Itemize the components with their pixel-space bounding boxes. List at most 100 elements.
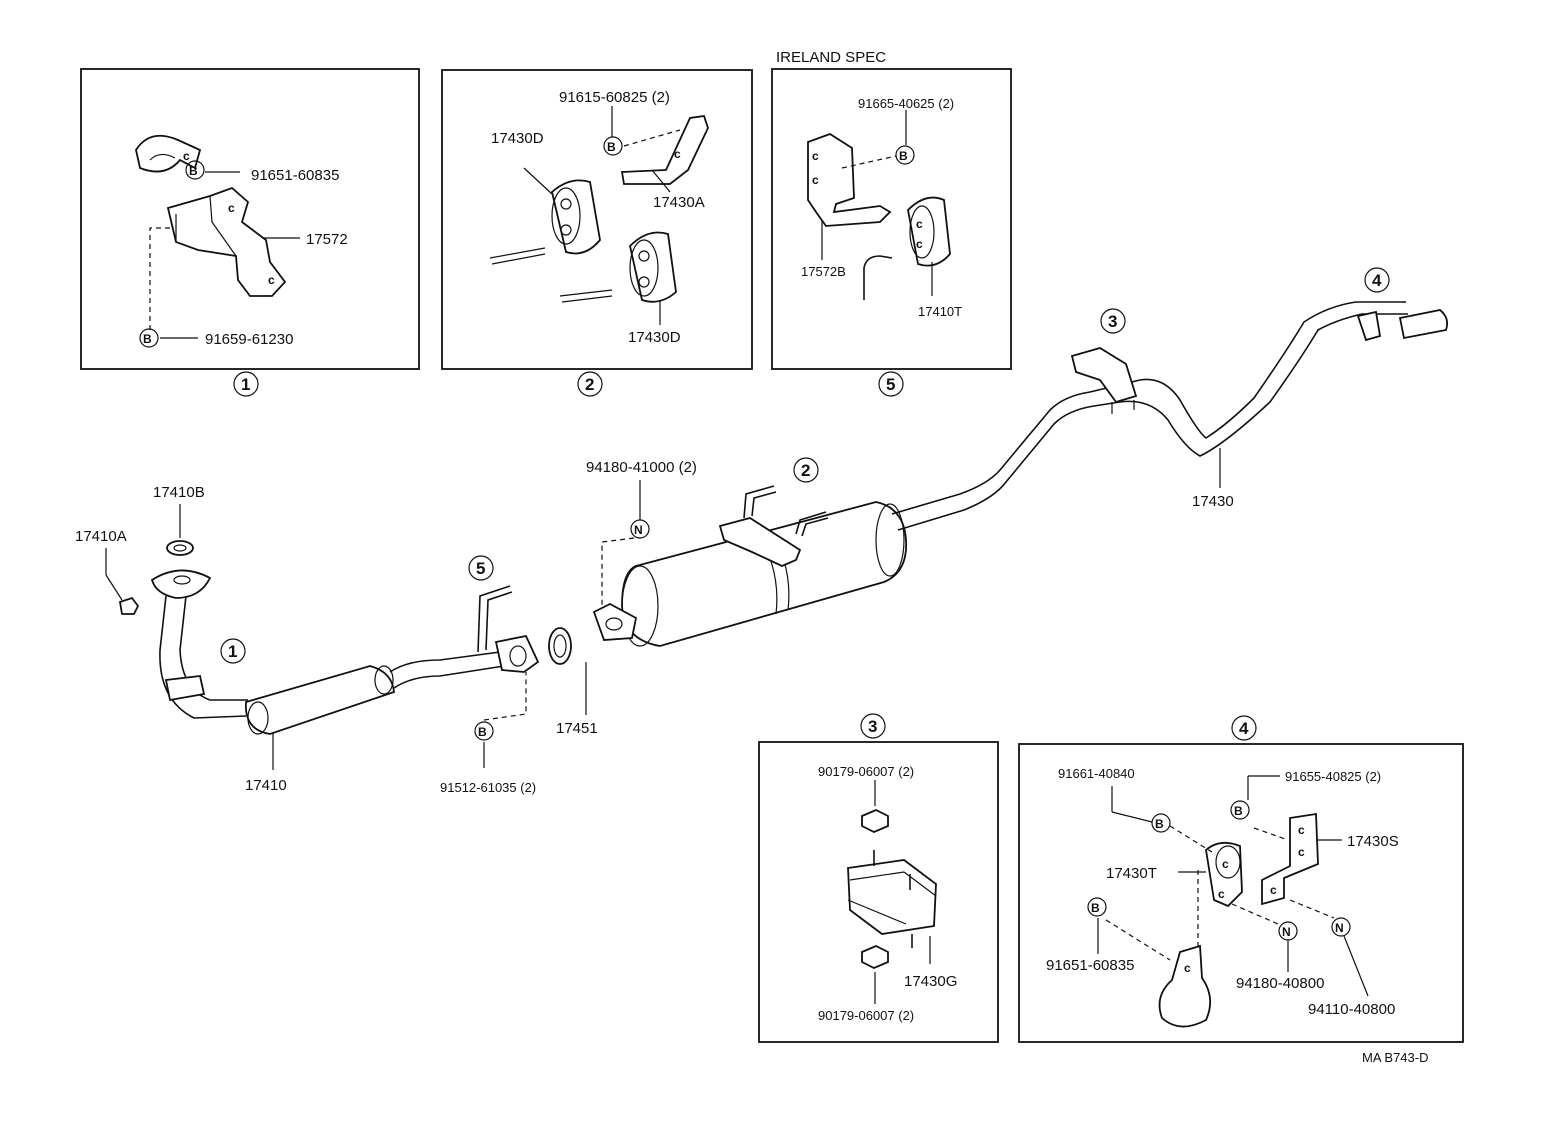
detail-number-circle <box>220 638 246 664</box>
detail-box-1: c c c B B 91651-60835 17572 91659-61230 <box>80 68 420 370</box>
detail-box-2-frame <box>441 69 753 370</box>
gasket-17451-part <box>548 627 572 665</box>
detail-box-2: c B 91615-60825 (2) 17430D 17430A <box>441 69 753 370</box>
part-label: 91651-60835 <box>1046 957 1134 974</box>
n-marker <box>1331 917 1351 937</box>
n-marker-letter: N <box>1335 921 1344 935</box>
svg-text:c: c <box>183 149 190 163</box>
cushion-17430g-part <box>847 850 937 948</box>
svg-text:c: c <box>812 149 819 163</box>
part-label: 90179-06007 (2) <box>818 764 914 779</box>
detail-number: 3 <box>1108 312 1117 331</box>
detail-number-circle <box>1100 308 1126 334</box>
part-label: 17430S <box>1347 833 1399 850</box>
figure-code: MA B743-D <box>1362 1050 1428 1065</box>
part-label: 17572B <box>801 264 846 279</box>
detail-box-1-frame <box>80 68 420 370</box>
detail-number: 5 <box>886 375 895 394</box>
detail-box-3: 90179-06007 (2) 17430G 90179-06007 (2) <box>758 741 999 1043</box>
detail-number-circle <box>577 371 603 397</box>
part-label: 17410B <box>153 484 205 501</box>
part-label: 17451 <box>556 720 598 737</box>
b-marker <box>1151 813 1171 833</box>
leader-dash-box1 <box>149 227 170 330</box>
nut-17410a-part <box>118 596 140 615</box>
part-label: 94180-41000 (2) <box>586 459 697 476</box>
detail-number-circle <box>233 371 259 397</box>
part-label: 91659-61230 <box>205 331 293 348</box>
n-marker <box>630 519 650 539</box>
part-label: 91615-60825 (2) <box>559 89 670 106</box>
part-label: 94180-40800 <box>1236 975 1324 992</box>
b-marker <box>185 160 205 180</box>
b-marker-letter: B <box>478 725 487 739</box>
part-label: 17410 <box>245 777 287 794</box>
main-muffler-part <box>592 379 1141 647</box>
b-marker <box>1230 800 1250 820</box>
detail-number: 1 <box>228 642 237 661</box>
detail-number: 5 <box>476 559 485 578</box>
detail-box-5-frame <box>771 68 1012 370</box>
detail-number-circle <box>468 555 494 581</box>
detail-box-4: c c c c c c B B B <box>1018 743 1464 1043</box>
detail-number: 1 <box>241 375 250 394</box>
front-exhaust-pipe-part <box>150 569 540 735</box>
svg-text:c: c <box>916 217 923 231</box>
b-marker <box>1087 897 1107 917</box>
clamp-part: c <box>135 134 202 173</box>
bracket-17572b-part: c c <box>807 133 893 300</box>
b-marker <box>474 721 494 741</box>
svg-text:c: c <box>1222 857 1229 871</box>
detail-box-3-frame <box>758 741 999 1043</box>
detail-number: 4 <box>1239 719 1249 738</box>
detail-box-4-frame <box>1018 743 1464 1043</box>
clamp-part: c <box>1158 944 1212 1028</box>
nut-upper-part <box>861 809 889 833</box>
b-marker-letter: B <box>607 140 616 154</box>
part-label: 17410A <box>75 528 127 545</box>
gasket-17410b-part <box>166 540 194 556</box>
bracket-17430s-part: c c c <box>1261 812 1319 906</box>
rubber-hanger-17410t-part: c c <box>907 196 951 267</box>
part-label: 17430 <box>1192 493 1234 510</box>
svg-text:c: c <box>916 237 923 251</box>
part-label: 91655-40825 (2) <box>1285 769 1381 784</box>
b-marker-letter: B <box>189 164 198 178</box>
b-marker <box>895 145 915 165</box>
part-label: 17430D <box>491 130 544 147</box>
part-label: 17430G <box>904 973 957 990</box>
n-marker-letter: N <box>634 523 643 537</box>
n-marker-letter: N <box>1282 925 1291 939</box>
bracket-17572-part: c c <box>166 186 287 297</box>
ireland-spec-label: IRELAND SPEC <box>776 49 886 66</box>
detail-number-circle <box>793 457 819 483</box>
b-marker-letter: B <box>143 332 152 346</box>
b-marker-letter: B <box>1155 817 1164 831</box>
svg-text:c: c <box>1218 887 1225 901</box>
svg-text:c: c <box>812 173 819 187</box>
part-label: 91661-40840 <box>1058 766 1135 781</box>
part-label: 90179-06007 (2) <box>818 1008 914 1023</box>
detail-number-circle <box>1364 267 1390 293</box>
n-marker <box>1278 921 1298 941</box>
detail-number-circle <box>878 371 904 397</box>
svg-text:c: c <box>228 201 235 215</box>
b-marker-letter: B <box>1234 804 1243 818</box>
part-label: 94110-40800 <box>1308 1001 1395 1018</box>
b-marker-letter: B <box>1091 901 1100 915</box>
part-label: 17430T <box>1106 865 1157 882</box>
part-label: 91512-61035 (2) <box>440 780 536 795</box>
part-label: 17430A <box>653 194 705 211</box>
detail-number: 2 <box>585 375 594 394</box>
svg-text:c: c <box>1184 961 1191 975</box>
detail-number: 3 <box>868 717 877 736</box>
svg-text:c: c <box>674 147 681 161</box>
part-label: 91665-40625 (2) <box>858 96 954 111</box>
part-label: 17410T <box>918 304 962 319</box>
svg-text:c: c <box>268 273 275 287</box>
part-label: 17430D <box>628 329 681 346</box>
detail-box-5: c c c c B 91665-40625 (2) 17572B 17410T <box>771 68 1012 370</box>
part-label: 91651-60835 <box>251 167 339 184</box>
detail-number: 4 <box>1372 271 1382 290</box>
